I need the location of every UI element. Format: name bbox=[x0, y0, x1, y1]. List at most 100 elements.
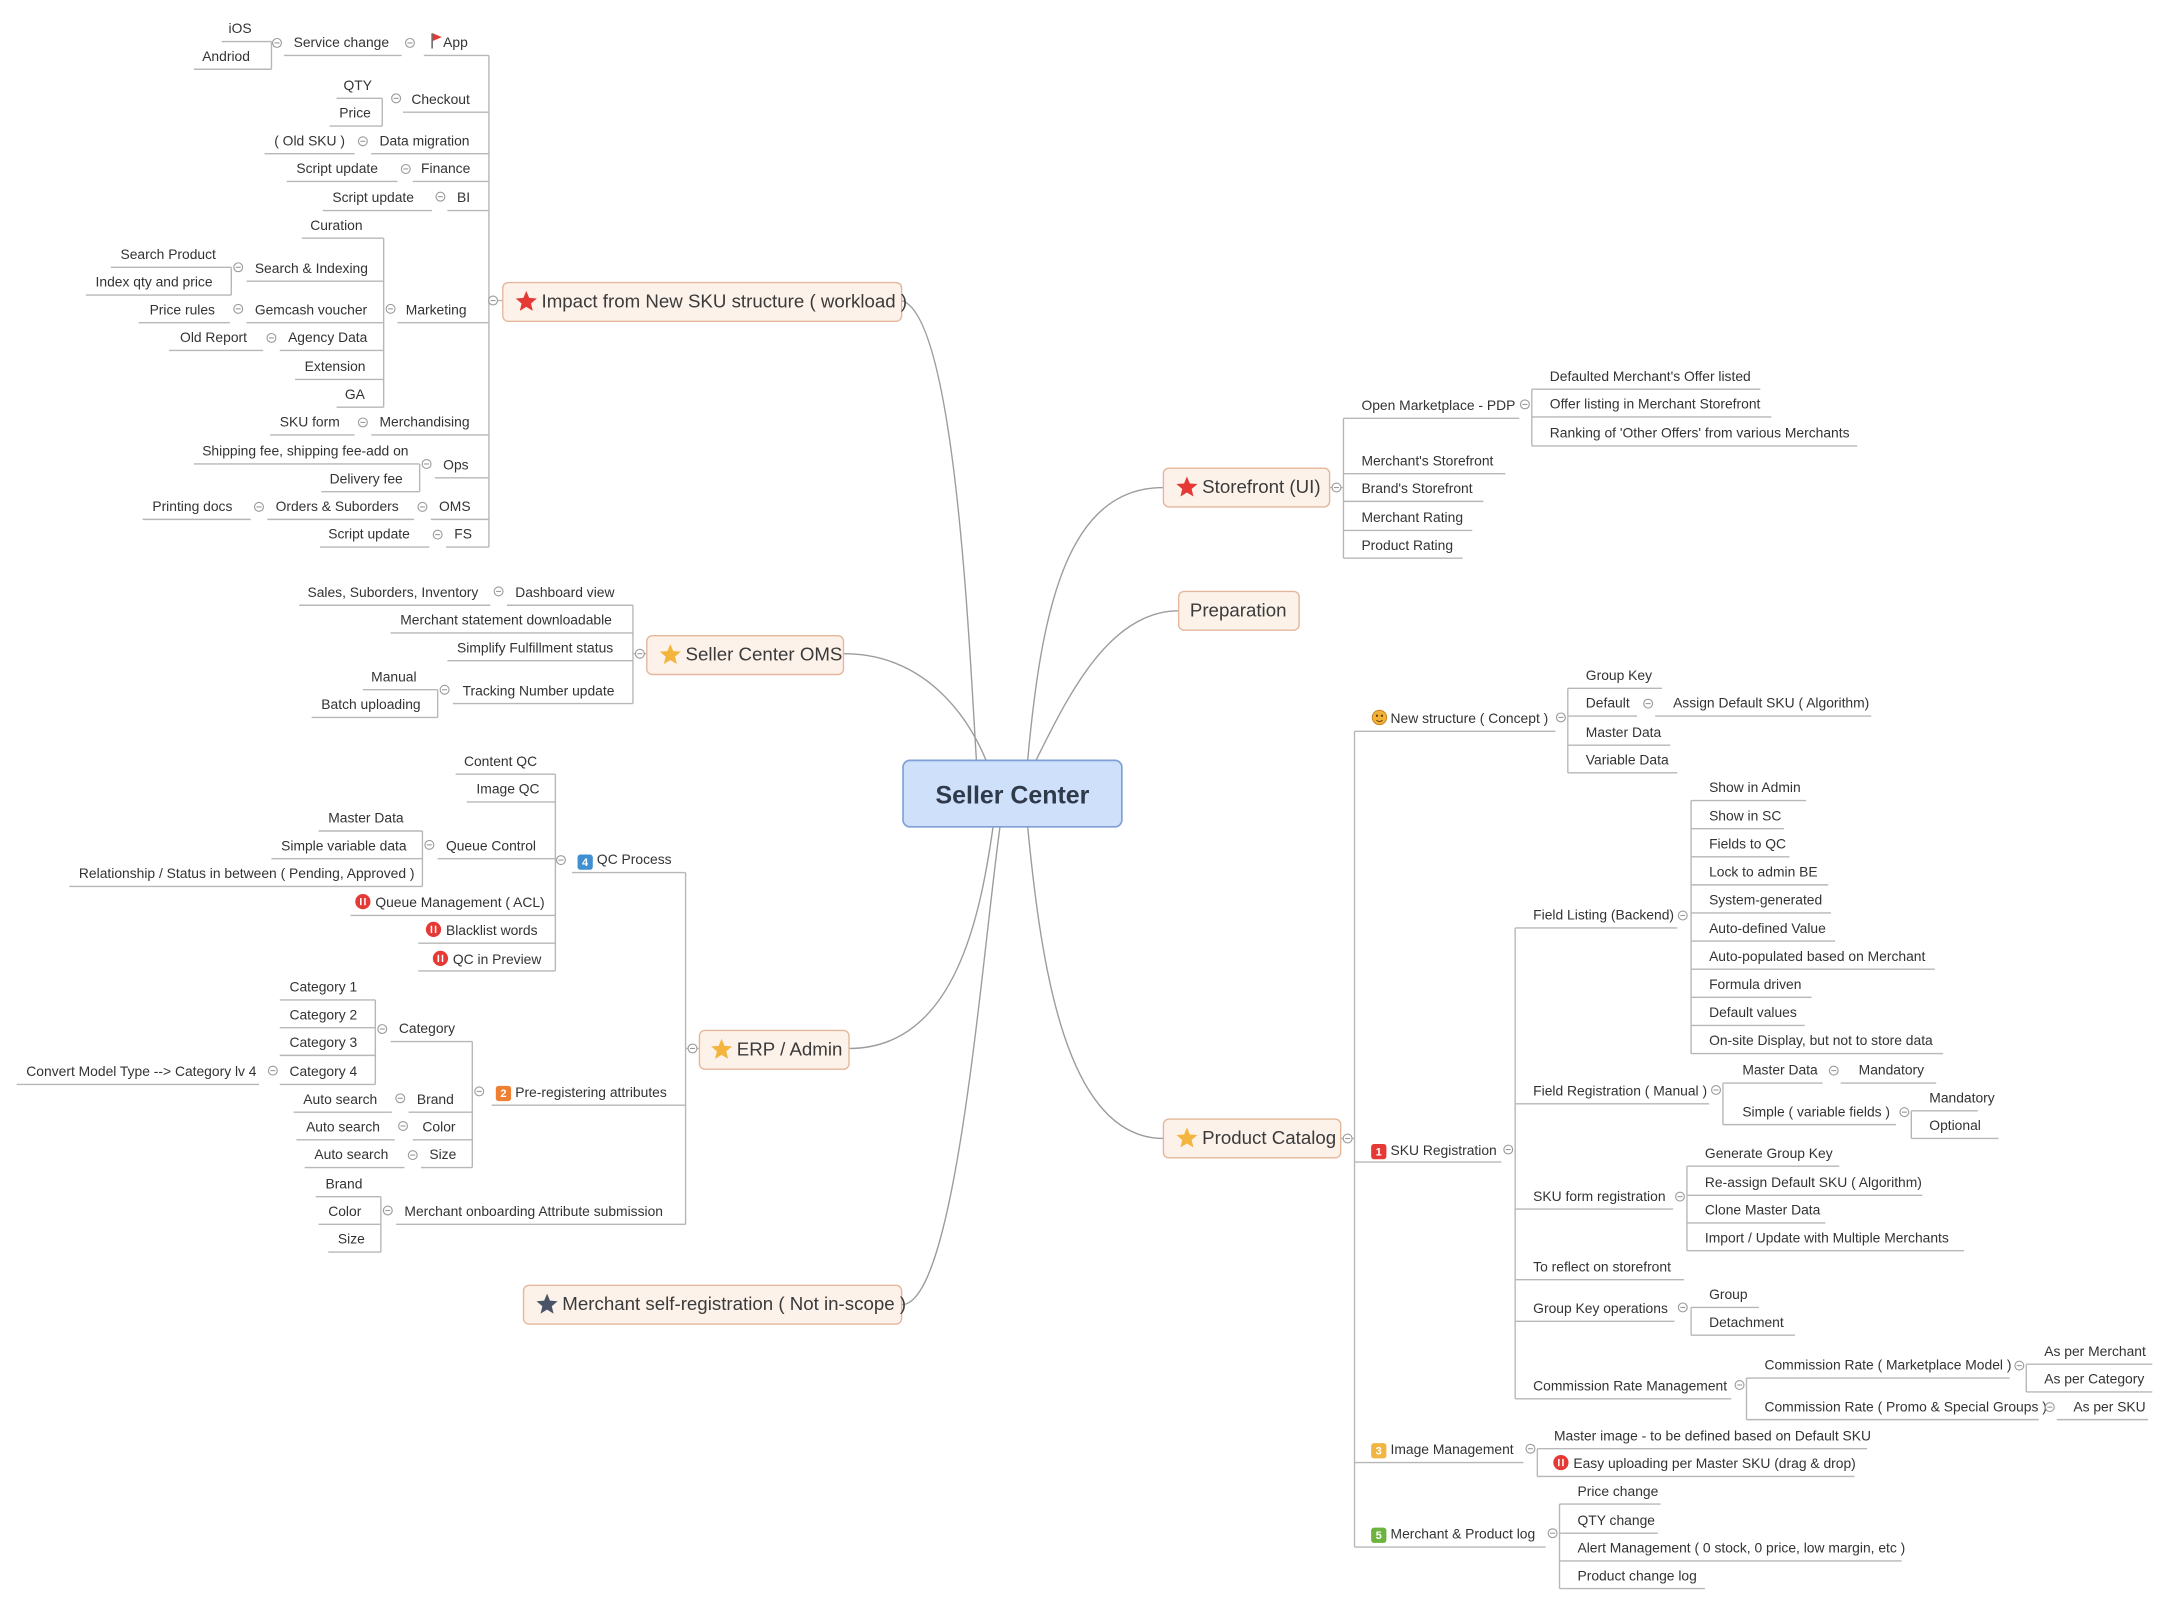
collapse-icon[interactable] bbox=[1643, 698, 1654, 709]
node-manual[interactable]: Manual bbox=[371, 668, 416, 684]
node-gemcash-voucher[interactable]: Gemcash voucher bbox=[255, 301, 368, 317]
node-simplify-fulfillment[interactable]: Simplify Fulfillment status bbox=[457, 639, 613, 655]
node-assign-default-sku[interactable]: Assign Default SKU ( Algorithm) bbox=[1673, 695, 1869, 711]
node-master-data[interactable]: Master Data bbox=[1742, 1062, 1818, 1078]
node-index-qty-price[interactable]: Index qty and price bbox=[96, 274, 213, 290]
node-field-listing-item[interactable]: System-generated bbox=[1709, 892, 1822, 908]
collapse-icon[interactable] bbox=[1675, 1191, 1685, 1202]
node-auto-search[interactable]: Auto search bbox=[306, 1119, 380, 1135]
node-field-listing-item[interactable]: Default values bbox=[1709, 1004, 1797, 1020]
node-sku-registration[interactable]: SKU Registration bbox=[1391, 1142, 1497, 1158]
node-field-listing-item[interactable]: Fields to QC bbox=[1709, 835, 1786, 851]
node-easy-uploading[interactable]: Easy uploading per Master SKU (drag & dr… bbox=[1573, 1455, 1855, 1471]
node-color[interactable]: Color bbox=[328, 1203, 361, 1219]
node-alert-management[interactable]: Alert Management ( 0 stock, 0 price, low… bbox=[1578, 1540, 1906, 1556]
collapse-icon[interactable] bbox=[385, 303, 396, 314]
node-search-indexing[interactable]: Search & Indexing bbox=[255, 260, 368, 276]
node-relationship-status[interactable]: Relationship / Status in between ( Pendi… bbox=[79, 865, 415, 881]
node-merchant-onboarding[interactable]: Merchant onboarding Attribute submission bbox=[404, 1203, 663, 1219]
collapse-icon[interactable] bbox=[272, 37, 282, 48]
node-mandatory[interactable]: Mandatory bbox=[1929, 1089, 1994, 1105]
node-ga[interactable]: GA bbox=[345, 386, 366, 402]
node-field-listing-item[interactable]: Lock to admin BE bbox=[1709, 864, 1818, 880]
collapse-icon[interactable] bbox=[233, 303, 244, 314]
node-old-report[interactable]: Old Report bbox=[180, 329, 247, 345]
node-field-listing-backend[interactable]: Field Listing (Backend) bbox=[1533, 907, 1674, 923]
node-qc-in-preview[interactable]: QC in Preview bbox=[453, 951, 542, 967]
node-pre-registering-attributes[interactable]: Pre-registering attributes bbox=[515, 1084, 667, 1100]
node-curation[interactable]: Curation bbox=[310, 217, 362, 233]
node-android[interactable]: Andriod bbox=[202, 48, 250, 64]
collapse-icon[interactable] bbox=[1899, 1107, 1910, 1118]
node-fs[interactable]: FS bbox=[454, 526, 472, 542]
node-merchant-statement[interactable]: Merchant statement downloadable bbox=[400, 612, 612, 628]
collapse-icon[interactable] bbox=[1503, 1144, 1514, 1155]
collapse-oms[interactable] bbox=[634, 648, 645, 659]
collapse-icon[interactable] bbox=[474, 1086, 485, 1097]
topic-storefront[interactable] bbox=[1162, 467, 1331, 508]
node-group-key-operations[interactable]: Group Key operations bbox=[1533, 1300, 1668, 1316]
node-delivery-fee[interactable]: Delivery fee bbox=[330, 470, 403, 486]
collapse-icon[interactable] bbox=[2044, 1402, 2055, 1413]
collapse-icon[interactable] bbox=[493, 586, 504, 597]
collapse-icon[interactable] bbox=[382, 1205, 393, 1216]
collapse-icon[interactable] bbox=[1677, 910, 1688, 921]
node-clone-master-data[interactable]: Clone Master Data bbox=[1705, 1202, 1821, 1218]
node-bi[interactable]: BI bbox=[457, 189, 470, 205]
collapse-icon[interactable] bbox=[357, 136, 368, 147]
node-merchants-storefront[interactable]: Merchant's Storefront bbox=[1361, 452, 1493, 468]
node-checkout[interactable]: Checkout bbox=[411, 91, 470, 107]
node-auto-search[interactable]: Auto search bbox=[303, 1091, 377, 1107]
collapse-icon[interactable] bbox=[435, 191, 446, 202]
collapse-icon[interactable] bbox=[357, 417, 368, 428]
node-commission-rate-management[interactable]: Commission Rate Management bbox=[1533, 1378, 1727, 1394]
node-sku-form[interactable]: SKU form bbox=[280, 414, 340, 430]
node-qc-process[interactable]: QC Process bbox=[597, 851, 672, 867]
collapse-icon[interactable] bbox=[1734, 1380, 1745, 1390]
central-topic[interactable] bbox=[902, 759, 1123, 828]
node-master-image[interactable]: Master image - to be defined based on De… bbox=[1554, 1427, 1871, 1443]
node-category-3[interactable]: Category 3 bbox=[289, 1034, 357, 1050]
topic-impact[interactable] bbox=[502, 281, 903, 323]
collapse-icon[interactable] bbox=[2014, 1360, 2025, 1371]
collapse-icon[interactable] bbox=[1711, 1085, 1722, 1095]
node-app[interactable]: App bbox=[443, 34, 468, 50]
node-price-change[interactable]: Price change bbox=[1578, 1483, 1659, 1499]
node-commission-promo[interactable]: Commission Rate ( Promo & Special Groups… bbox=[1764, 1398, 2046, 1414]
node-qty-change[interactable]: QTY change bbox=[1578, 1512, 1656, 1528]
node-script-update[interactable]: Script update bbox=[296, 160, 378, 176]
node-category-4[interactable]: Category 4 bbox=[289, 1063, 357, 1079]
node-merchandising[interactable]: Merchandising bbox=[379, 414, 469, 430]
node-qty[interactable]: QTY bbox=[343, 77, 371, 93]
node-dashboard-view[interactable]: Dashboard view bbox=[515, 584, 615, 600]
topic-seller-center-oms[interactable] bbox=[646, 635, 845, 676]
node-field-listing-item[interactable]: Auto-defined Value bbox=[1709, 920, 1826, 936]
collapse-icon[interactable] bbox=[254, 501, 264, 512]
node-brands-storefront[interactable]: Brand's Storefront bbox=[1361, 480, 1472, 496]
node-script-update[interactable]: Script update bbox=[332, 189, 414, 205]
collapse-icon[interactable] bbox=[266, 332, 277, 343]
collapse-icon[interactable] bbox=[233, 262, 244, 273]
node-queue-management[interactable]: Queue Management ( ACL) bbox=[375, 894, 544, 910]
node-group-key[interactable]: Group Key bbox=[1586, 667, 1652, 683]
node-variable-data[interactable]: Variable Data bbox=[1586, 752, 1669, 768]
node-as-per-category[interactable]: As per Category bbox=[2044, 1371, 2144, 1387]
node-ops[interactable]: Ops bbox=[443, 457, 468, 473]
collapse-icon[interactable] bbox=[1555, 712, 1566, 723]
topic-erp-admin[interactable] bbox=[698, 1029, 850, 1070]
node-price-rules[interactable]: Price rules bbox=[150, 301, 215, 317]
node-product-change-log[interactable]: Product change log bbox=[1578, 1567, 1697, 1583]
node-data-migration[interactable]: Data migration bbox=[379, 132, 469, 148]
node-default[interactable]: Default bbox=[1586, 695, 1630, 711]
node-merchant-rating[interactable]: Merchant Rating bbox=[1361, 509, 1463, 525]
collapse-storefront[interactable] bbox=[1331, 482, 1342, 493]
node-master-data[interactable]: Master Data bbox=[328, 810, 404, 826]
node-simple-variable-fields[interactable]: Simple ( variable fields ) bbox=[1742, 1103, 1890, 1119]
node-category-2[interactable]: Category 2 bbox=[289, 1006, 357, 1022]
node-sales-suborders-inventory[interactable]: Sales, Suborders, Inventory bbox=[307, 584, 478, 600]
node-marketing[interactable]: Marketing bbox=[406, 301, 467, 317]
node-oms[interactable]: OMS bbox=[439, 498, 471, 514]
node-printing-docs[interactable]: Printing docs bbox=[152, 498, 232, 514]
node-master-data[interactable]: Master Data bbox=[1586, 724, 1662, 740]
node-mandatory[interactable]: Mandatory bbox=[1859, 1062, 1924, 1078]
